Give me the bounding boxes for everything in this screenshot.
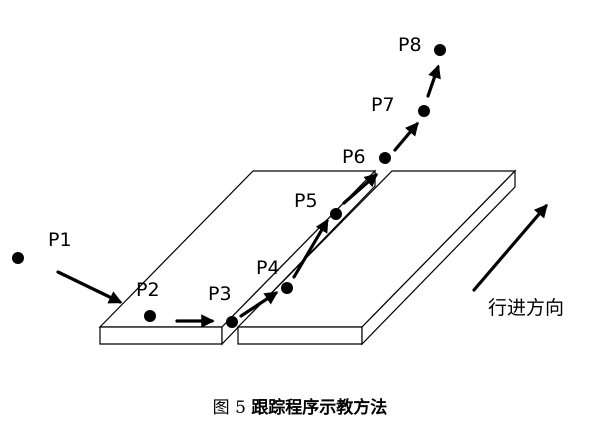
arrow-p1-p2 [56,270,123,304]
label-p3: P3 [208,283,232,305]
teaching-points [12,44,446,328]
arrow-p7-p8 [426,64,441,98]
arrow-p4-p5 [292,218,329,279]
point-p1 [12,252,24,264]
point-p8 [434,44,446,56]
arrow-p3-p4 [239,291,279,318]
point-p4 [281,282,293,294]
point-labels: P1 P2 P3 P4 P5 P6 P7 P8 [48,34,422,305]
label-p4: P4 [256,257,280,279]
point-p2 [144,310,156,322]
label-p6: P6 [342,146,366,168]
label-p2: P2 [136,279,160,301]
label-p1: P1 [48,229,72,251]
caption-title: 跟踪程序示教方法 [251,398,388,418]
direction-label: 行进方向 [488,297,564,319]
right-plate-side [361,169,516,346]
right-plate-front [237,326,363,345]
arrow-p5-p6 [342,173,379,205]
label-p5: P5 [294,190,318,212]
point-p6 [379,152,391,164]
label-p8: P8 [398,34,422,56]
arrow-p6-p7 [393,121,419,152]
path-arrows [56,64,441,328]
direction-arrow [472,203,548,292]
right-plate [236,169,517,346]
figure-caption: 图 5 跟踪程序示教方法 [0,393,600,418]
point-p5 [330,208,342,220]
point-p7 [418,105,430,117]
label-p7: P7 [371,94,395,116]
caption-number: 图 5 [212,398,246,418]
left-plate-front [99,326,223,345]
point-p3 [226,316,238,328]
